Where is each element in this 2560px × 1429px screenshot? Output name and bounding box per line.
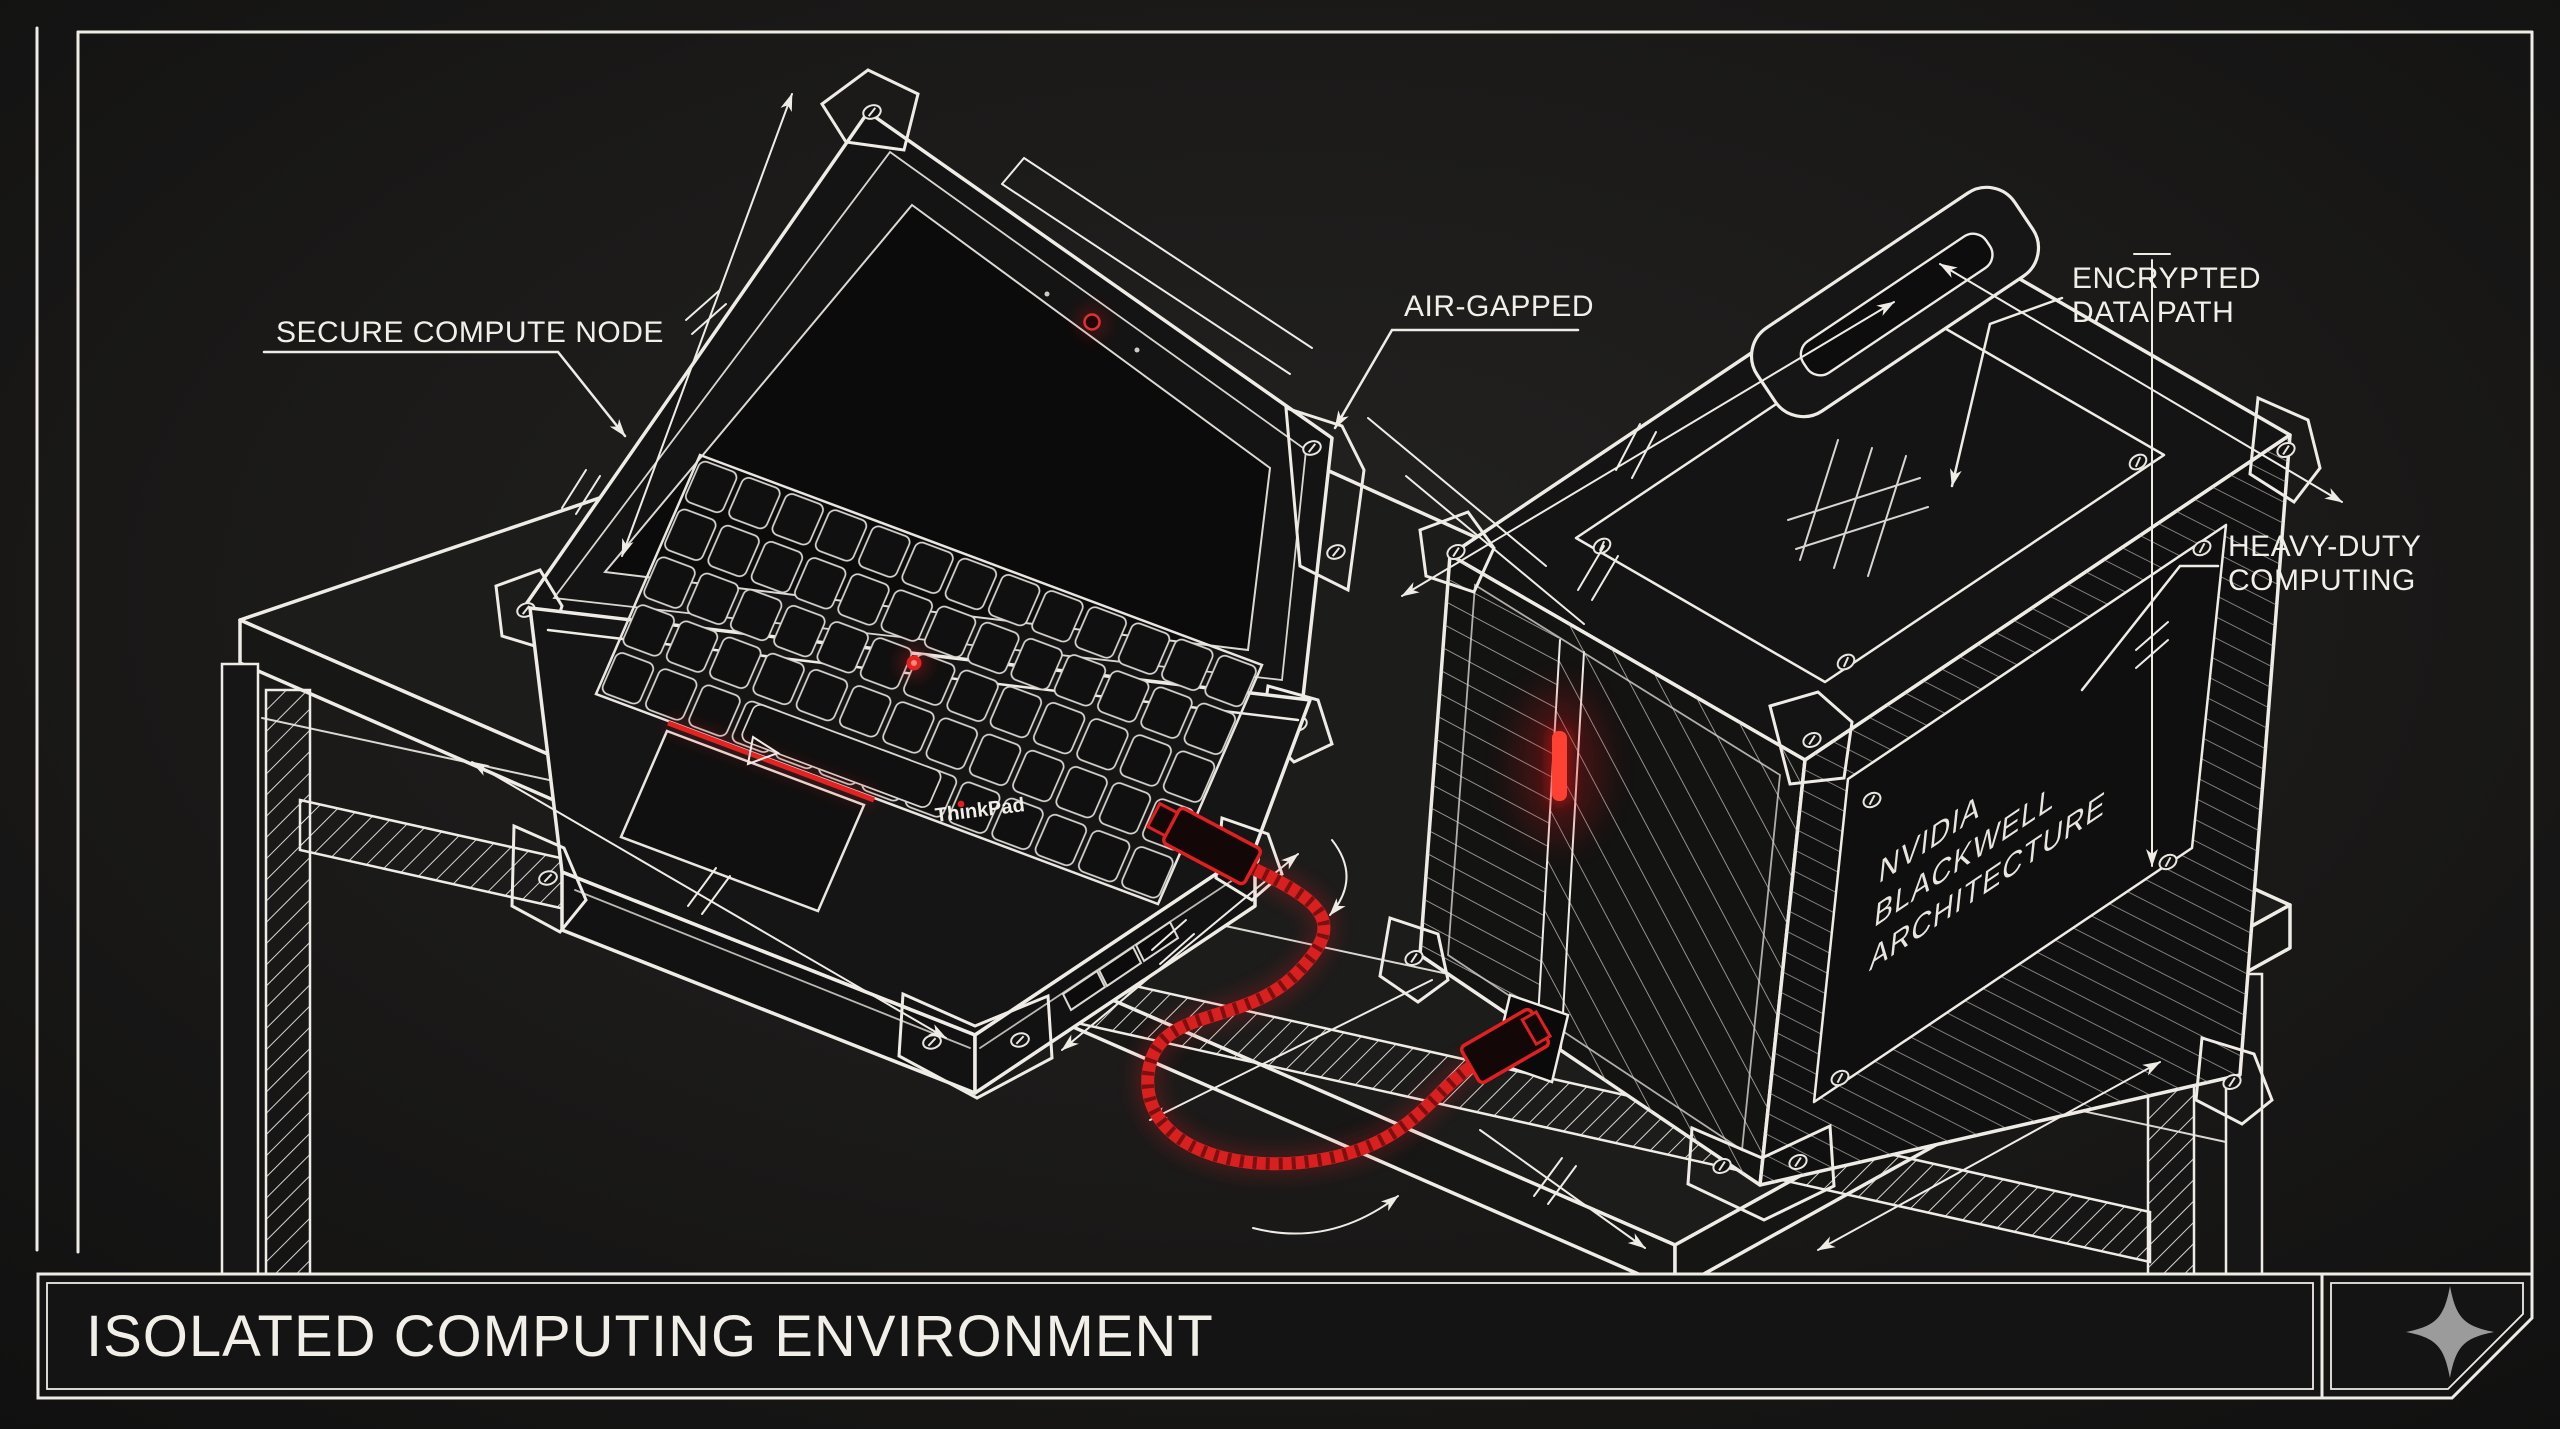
brand-red-dot bbox=[957, 800, 965, 808]
table-leg-hatched bbox=[264, 688, 312, 1276]
dimension-lines bbox=[471, 93, 2343, 1251]
callout-label: AIR-GAPPED bbox=[1404, 290, 1594, 323]
callouts: SECURE COMPUTE NODE AIR-GAPPED ENCRYPTED… bbox=[262, 262, 2421, 692]
drawing-title: ISOLATED COMPUTING ENVIRONMENT bbox=[86, 1304, 1214, 1369]
cable-braid bbox=[1141, 862, 1482, 1170]
callout-label-line2: COMPUTING bbox=[2228, 564, 2416, 597]
curved-arrow bbox=[1329, 839, 1348, 916]
usb-plug-box bbox=[1459, 1007, 1553, 1085]
webcam bbox=[1044, 291, 1140, 353]
table-leg bbox=[220, 662, 260, 1276]
trackpoint bbox=[899, 648, 929, 678]
status-led bbox=[1513, 687, 1605, 843]
callout-label: SECURE COMPUTE NODE bbox=[276, 316, 664, 349]
title-block: ISOLATED COMPUTING ENVIRONMENT bbox=[36, 1272, 2534, 1400]
backdrop-band bbox=[1001, 157, 1313, 375]
sparkle-icon bbox=[2406, 1286, 2494, 1378]
drawing-frame bbox=[35, 26, 2534, 1276]
callout-secure-compute-node: SECURE COMPUTE NODE bbox=[262, 316, 664, 438]
usb-plug-laptop bbox=[1145, 801, 1262, 886]
callout-heavy-duty-computing: HEAVY-DUTY COMPUTING bbox=[2080, 530, 2421, 692]
callout-air-gapped: AIR-GAPPED bbox=[1333, 290, 1594, 430]
callout-label-line1: HEAVY-DUTY bbox=[2228, 530, 2421, 563]
usb-cable bbox=[1132, 801, 1553, 1235]
nvidia-plate bbox=[1812, 523, 2228, 1104]
break-mark bbox=[561, 469, 601, 515]
front-bumper bbox=[897, 991, 1054, 1100]
curved-arrow bbox=[1252, 1195, 1399, 1235]
callout-encrypted-data-path: ENCRYPTED DATA PATH bbox=[1950, 262, 2261, 488]
callout-label-line2: DATA PATH bbox=[2072, 296, 2234, 329]
callout-label-line1: ENCRYPTED bbox=[2072, 262, 2261, 295]
